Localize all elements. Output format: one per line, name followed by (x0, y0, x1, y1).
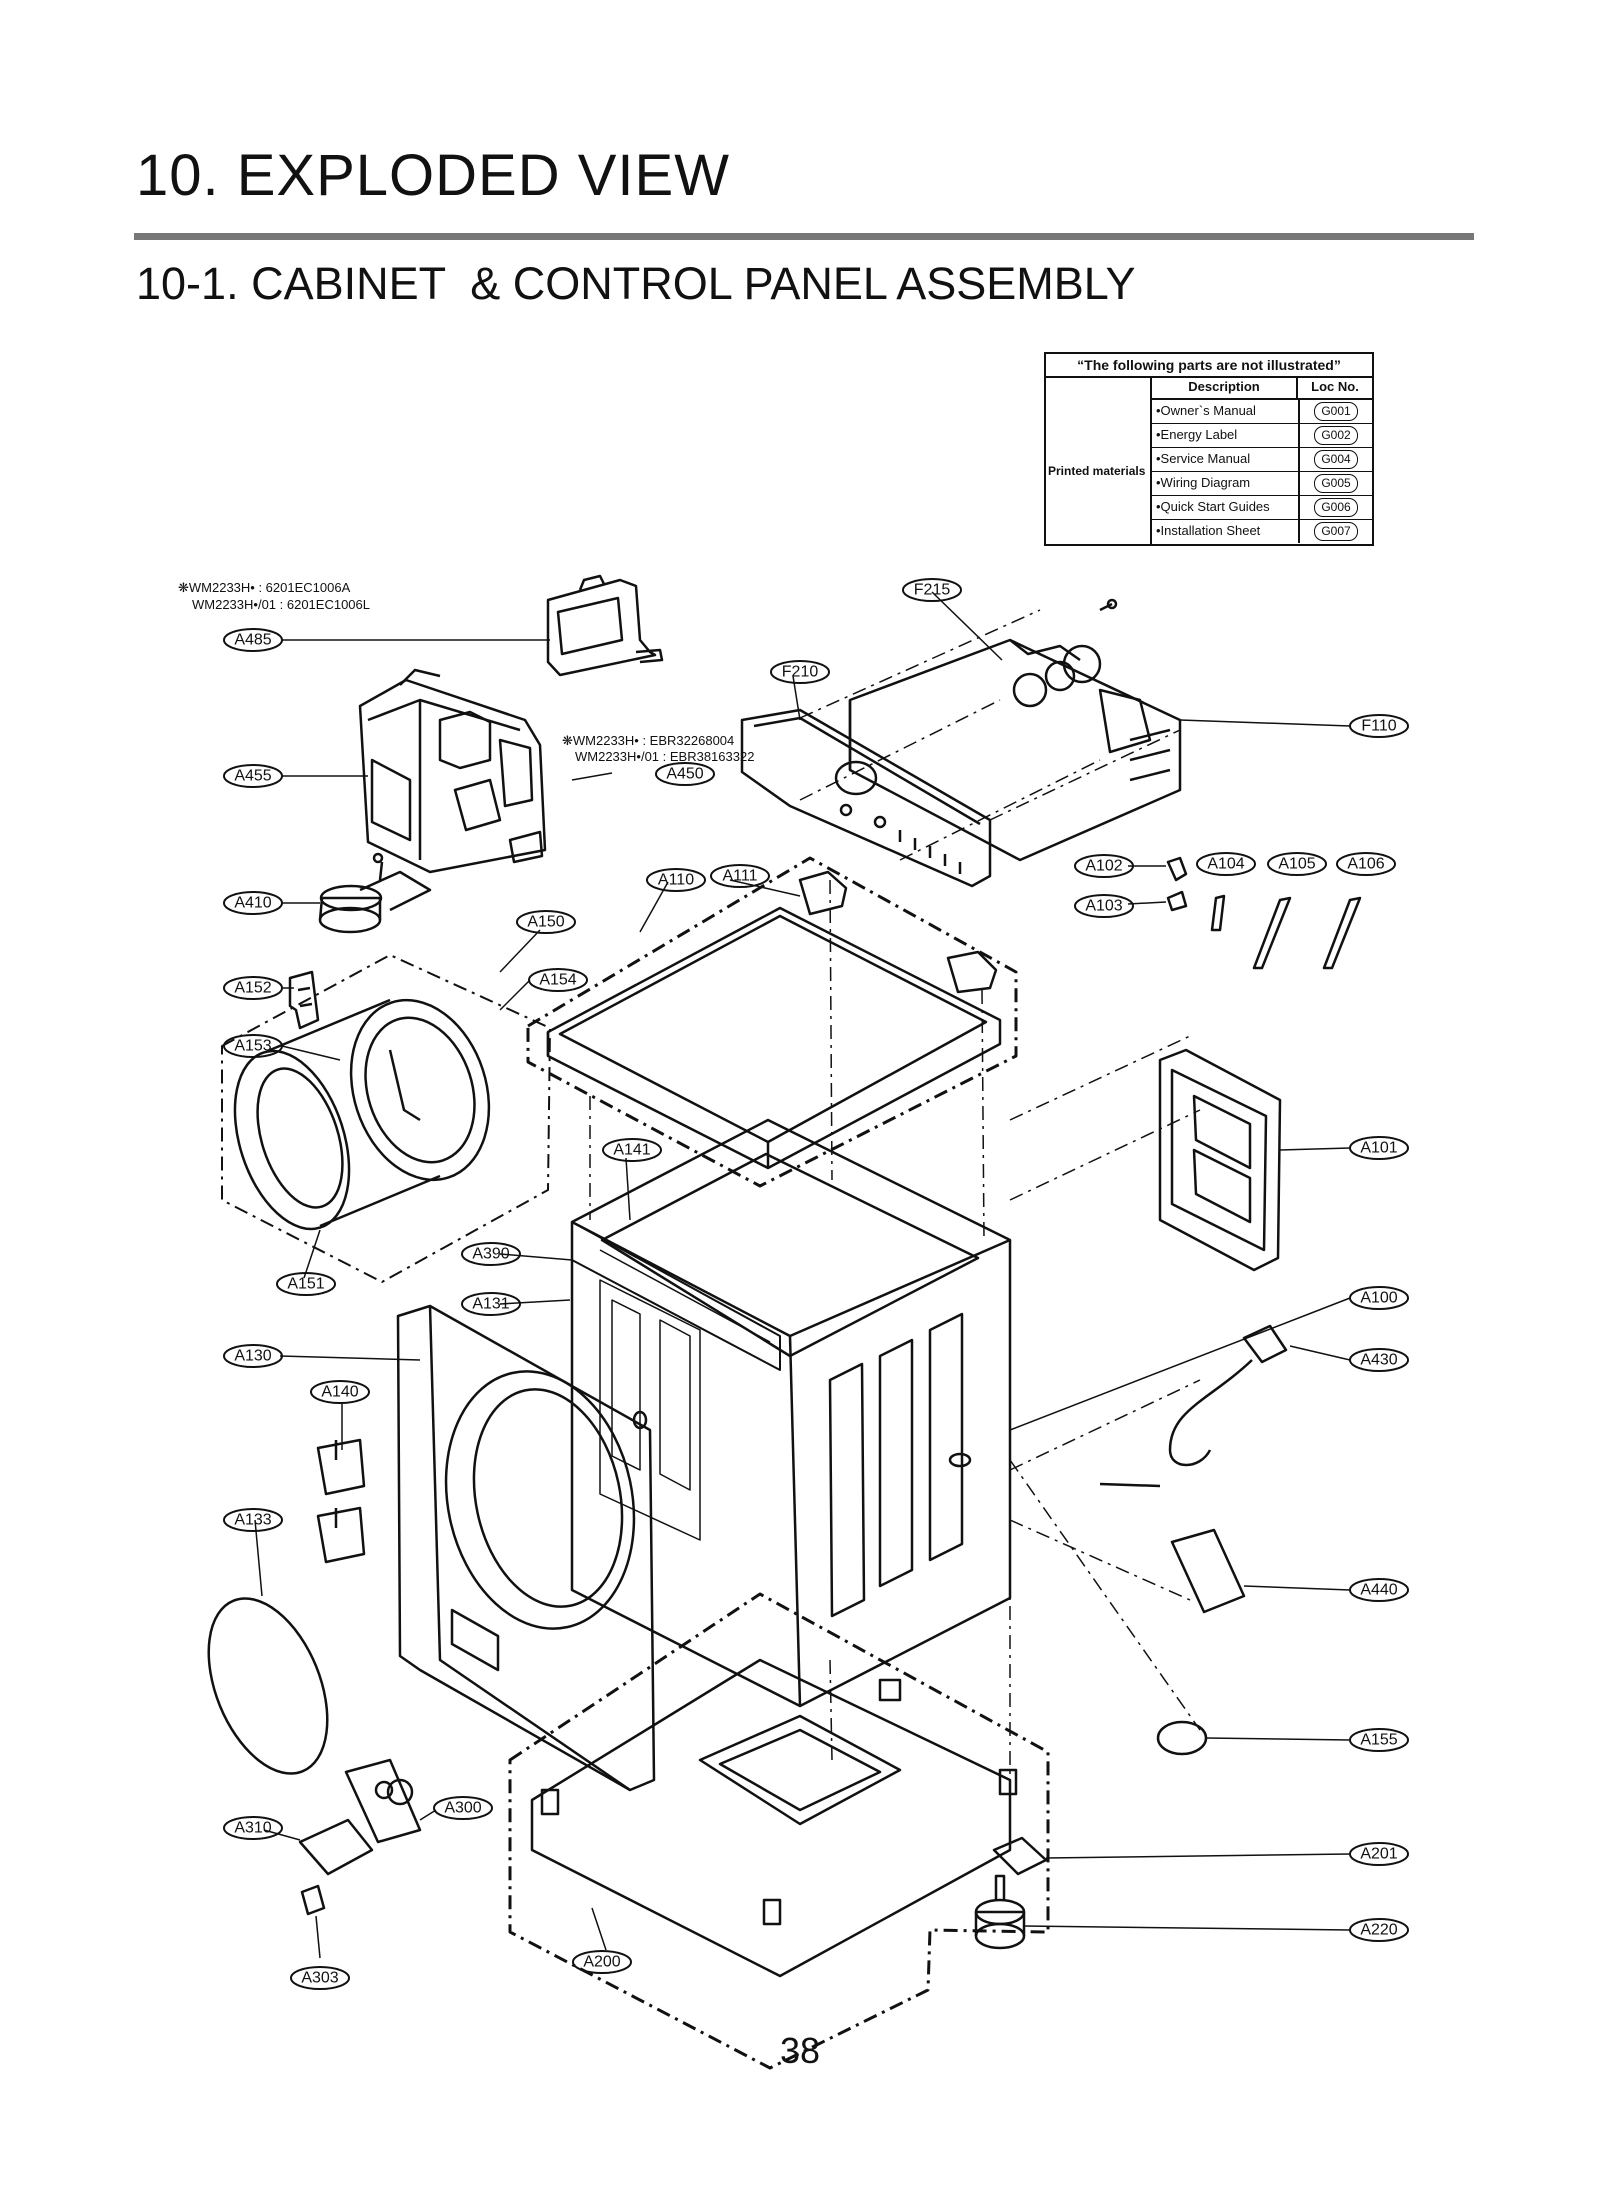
small-part (1166, 856, 1188, 882)
row-loc: G006 (1314, 498, 1358, 517)
table-row: •Owner`s Manual G001 (1152, 400, 1372, 424)
row-description: •Energy Label (1156, 427, 1238, 442)
title-rule (134, 233, 1474, 240)
label-A410: A410 (234, 895, 271, 912)
label-F215: F215 (914, 582, 951, 599)
noise-filter-part (1170, 1528, 1246, 1614)
label-A151: A151 (287, 1276, 324, 1293)
label-A130: A130 (234, 1348, 271, 1365)
table-row: •Energy Label G002 (1152, 424, 1372, 448)
label-F210: F210 (782, 664, 819, 681)
main-pcb-part (358, 668, 547, 874)
label-A110: A110 (658, 872, 694, 889)
label-A150: A150 (527, 914, 564, 931)
table-row: •Installation Sheet G007 (1152, 520, 1372, 543)
filter-door-part (298, 1758, 422, 1876)
row-description: •Wiring Diagram (1156, 475, 1251, 490)
table-header-description: Description (1152, 376, 1298, 400)
leveling-foot-part (974, 1874, 1026, 1950)
sensor-part (318, 852, 432, 934)
base-frame-part (530, 1658, 1018, 1978)
label-A101: A101 (1360, 1140, 1397, 1157)
label-A300: A300 (444, 1800, 481, 1817)
label-A155: A155 (1360, 1732, 1397, 1749)
hinge-part (798, 870, 848, 916)
page-title: 10. EXPLODED VIEW (136, 143, 730, 208)
a450-note-1: ❋WM2233H• : EBR32268004 (562, 733, 735, 748)
bracket-part (571, 1221, 781, 1371)
label-A140: A140 (321, 1384, 358, 1401)
table-header-loc: Loc No. (1298, 376, 1372, 400)
a485-note-1: ❋WM2233H• : 6201EC1006A (178, 580, 351, 595)
table-title: “The following parts are not illustrated… (1046, 354, 1372, 378)
label-A153: A153 (234, 1038, 271, 1055)
front-door-part (396, 1304, 656, 1792)
label-A141: A141 (613, 1142, 650, 1159)
cabinet-part (570, 1118, 1012, 1708)
cap-part (1156, 1720, 1208, 1756)
control-panel-part (740, 708, 992, 888)
screw-part (300, 1884, 326, 1916)
label-A106: A106 (1347, 856, 1384, 873)
row-loc: G007 (1314, 522, 1358, 541)
label-A103: A103 (1085, 898, 1122, 915)
label-A200: A200 (583, 1954, 620, 1971)
label-A485: A485 (234, 632, 271, 649)
table-row: •Quick Start Guides G006 (1152, 496, 1372, 520)
row-description: •Owner`s Manual (1156, 403, 1256, 418)
label-A105: A105 (1278, 856, 1315, 873)
label-A455: A455 (234, 768, 271, 785)
foot-bracket-part (992, 1836, 1048, 1876)
label-A390: A390 (472, 1246, 509, 1263)
label-A440: A440 (1360, 1582, 1397, 1599)
latch-part (288, 970, 320, 1030)
table-row: •Wiring Diagram G005 (1152, 472, 1372, 496)
row-description: •Installation Sheet (1156, 523, 1261, 538)
section-title: 10-1. CABINET & CONTROL PANEL ASSEMBLY (136, 258, 1136, 309)
a485-note-2: WM2233H•/01 : 6201EC1006L (192, 597, 370, 612)
label-A111: A111 (723, 868, 758, 885)
label-A303: A303 (301, 1970, 338, 1987)
table-group-cell: Printed materials (1046, 376, 1152, 544)
label-A154: A154 (539, 972, 576, 989)
page-number: 38 (779, 2030, 821, 2071)
wire-ring-part (207, 1597, 329, 1775)
label-A102: A102 (1085, 858, 1122, 875)
label-A104: A104 (1207, 856, 1244, 873)
display-pcb-part (546, 574, 664, 677)
label-A201: A201 (1360, 1846, 1397, 1863)
table-group-label: Printed materials (1048, 464, 1146, 478)
label-A152: A152 (234, 980, 271, 997)
row-loc: G001 (1314, 402, 1358, 421)
row-description: •Service Manual (1156, 451, 1251, 466)
label-A100: A100 (1360, 1290, 1397, 1307)
a450-note-2: WM2233H•/01 : EBR38163322 (575, 749, 755, 764)
table-row: •Service Manual G004 (1152, 448, 1372, 472)
row-loc: G004 (1314, 450, 1358, 469)
door-hinge-part (316, 1438, 366, 1564)
row-description: •Quick Start Guides (1156, 499, 1270, 514)
power-cord-part (1099, 1324, 1288, 1488)
label-A450: A450 (666, 766, 703, 783)
row-loc: G005 (1314, 474, 1358, 493)
label-A131: A131 (472, 1296, 509, 1313)
not-illustrated-table: “The following parts are not illustrated… (1044, 352, 1374, 546)
control-pcb-part (848, 598, 1182, 862)
label-A310: A310 (234, 1820, 271, 1837)
label-A133: A133 (234, 1512, 271, 1529)
rear-cover-part (1158, 1048, 1282, 1272)
label-F110: F110 (1361, 718, 1396, 735)
top-plate-part (546, 906, 1002, 1170)
door-ring-part (233, 998, 491, 1231)
label-A430: A430 (1360, 1352, 1397, 1369)
row-loc: G002 (1314, 426, 1358, 445)
label-A220: A220 (1360, 1922, 1397, 1939)
